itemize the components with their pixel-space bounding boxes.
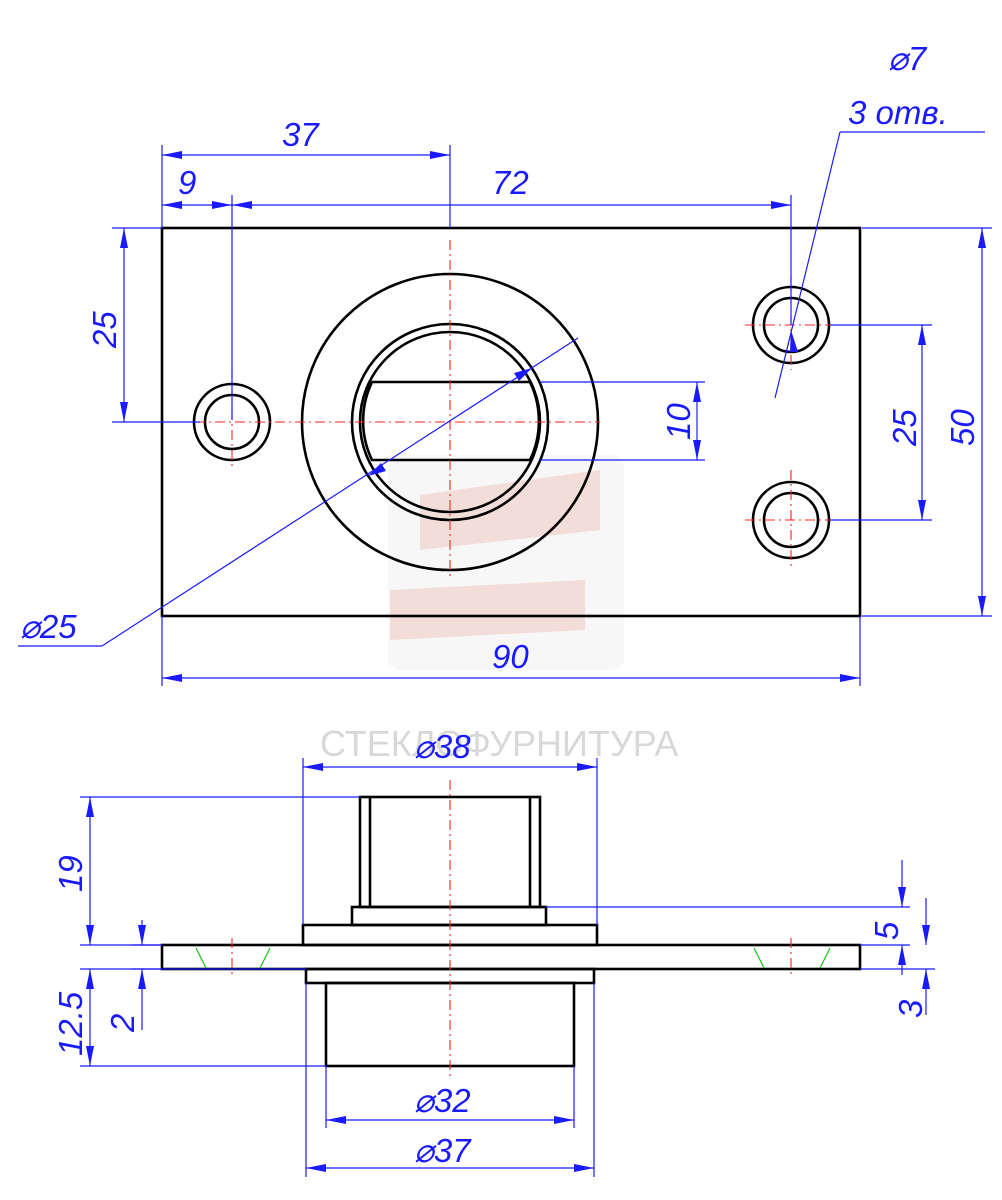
watermark-logo-lower: [390, 580, 585, 640]
dim-dia37: ⌀37: [305, 983, 595, 1177]
dim-50: 50: [862, 227, 992, 617]
hole-count-label: 3 отв.: [848, 94, 948, 131]
dim-12-5-label: 12.5: [52, 991, 89, 1056]
dim-9: 9: [162, 164, 233, 420]
chamfer-right-2: [819, 947, 831, 969]
chamfer-left-2: [259, 947, 271, 969]
spindle-slot: [361, 380, 541, 462]
dim-dia37-label: ⌀37: [414, 1132, 472, 1169]
dim-72: 72: [232, 164, 792, 325]
dim-19-label: 19: [52, 855, 89, 892]
dim-25-left-label: 25: [86, 311, 123, 349]
dim-dia25-label: ⌀25: [20, 608, 77, 645]
dim-37: 37: [161, 116, 451, 228]
side-view: ⌀38 19 5 3: [52, 728, 935, 1177]
dim-5-label: 5: [868, 921, 905, 940]
dim-37-label: 37: [282, 116, 320, 153]
dim-90: 90: [161, 616, 861, 686]
dim-dia38: ⌀38: [302, 728, 598, 925]
dim-2: 2: [104, 920, 306, 1033]
dim-3-label: 3: [892, 999, 929, 1018]
watermark: СТЕКЛОФУРНИТУРА: [320, 455, 678, 764]
plate-side: [160, 943, 862, 971]
hole-diameter-label: ⌀7: [888, 40, 928, 77]
dim-2-label: 2: [104, 1014, 141, 1033]
dim-25-right: 25: [830, 324, 932, 521]
spindle-collar: [350, 905, 548, 927]
hole-callout: ⌀7 3 отв.: [774, 40, 985, 399]
watermark-logo-upper: [420, 470, 600, 550]
dim-25-right-label: 25: [886, 409, 923, 447]
dim-3: 3: [860, 898, 935, 1018]
dim-12-5: 12.5: [52, 968, 326, 1067]
dim-dia32-label: ⌀32: [414, 1082, 471, 1119]
dim-dia32: ⌀32: [325, 1066, 575, 1128]
dim-5: 5: [546, 860, 910, 975]
dim-19: 19: [52, 796, 360, 946]
spindle-top: [358, 795, 542, 909]
dim-72-label: 72: [492, 164, 529, 201]
dim-10-label: 10: [660, 403, 697, 440]
chamfer-left-1: [195, 947, 207, 969]
dim-dia25: ⌀25: [18, 337, 579, 647]
top-view: 37 9 72 ⌀7 3 отв.: [18, 40, 992, 686]
dim-9-label: 9: [178, 164, 196, 201]
dim-25-left: 25: [86, 227, 200, 423]
dim-90-label: 90: [492, 638, 529, 675]
watermark-text: СТЕКЛОФУРНИТУРА: [320, 723, 678, 764]
dim-10: 10: [540, 381, 705, 461]
dim-50-label: 50: [944, 409, 981, 446]
chamfer-right-1: [753, 947, 765, 969]
dim-dia38-label: ⌀38: [414, 728, 471, 765]
